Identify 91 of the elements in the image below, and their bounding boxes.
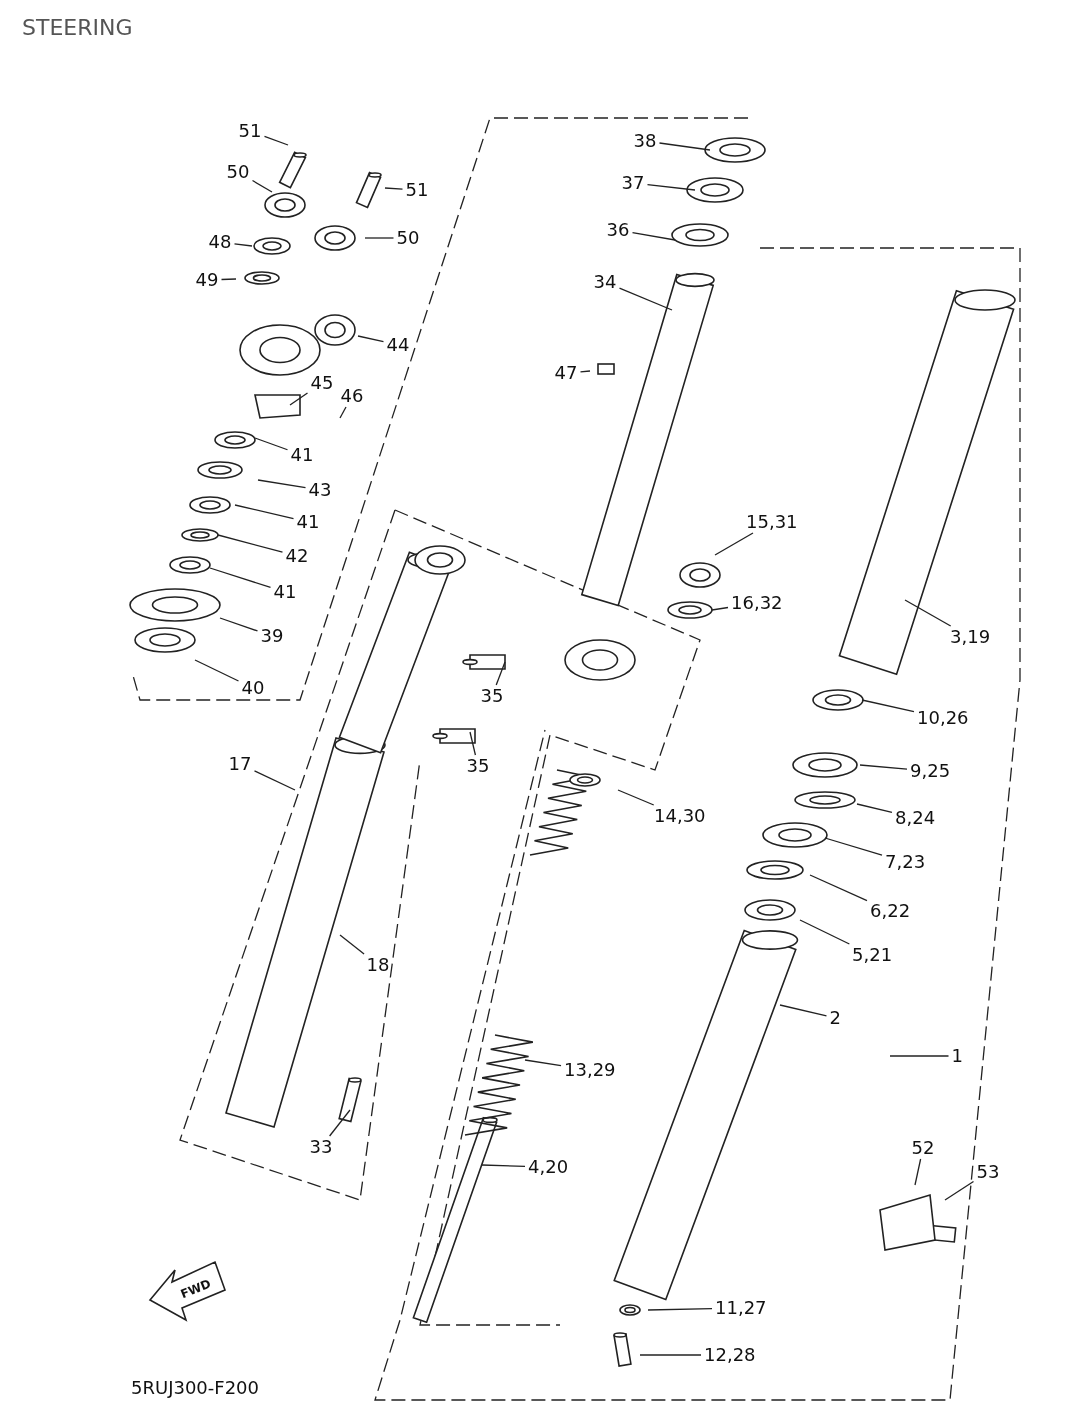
leader-line bbox=[809, 874, 868, 902]
leader-line bbox=[328, 1109, 351, 1137]
drawing-code: 5RUJ300-F200 bbox=[130, 1378, 260, 1398]
callout-number: 10,26 bbox=[915, 708, 971, 728]
callout-number: 45 bbox=[308, 373, 336, 393]
leader-line bbox=[254, 437, 289, 451]
callout-number: 8,24 bbox=[893, 808, 938, 828]
leader-line bbox=[617, 789, 655, 806]
leader-line bbox=[889, 1055, 950, 1057]
leader-line bbox=[856, 803, 893, 814]
page-title: STEERING bbox=[21, 18, 134, 38]
callout-number: 50 bbox=[394, 228, 422, 248]
leader-line bbox=[495, 661, 506, 686]
callout-number: 36 bbox=[604, 220, 632, 240]
callout-number: 47 bbox=[552, 363, 580, 383]
callout-number: 46 bbox=[338, 386, 366, 406]
callout-number: 3,19 bbox=[948, 627, 993, 647]
leader-line bbox=[579, 370, 591, 373]
leader-line bbox=[263, 135, 289, 146]
callout-number: 35 bbox=[478, 686, 506, 706]
callout-number: 4,20 bbox=[526, 1157, 571, 1177]
callout-number: 43 bbox=[306, 480, 334, 500]
callout-number: 52 bbox=[909, 1138, 937, 1158]
direction-label: FWD bbox=[177, 1275, 214, 1304]
leader-line bbox=[339, 934, 365, 955]
leader-line bbox=[618, 287, 673, 311]
leader-line bbox=[639, 1354, 702, 1356]
callout-number: 12,28 bbox=[702, 1345, 758, 1365]
callout-number: 44 bbox=[384, 335, 412, 355]
leader-line bbox=[631, 231, 676, 241]
leader-line bbox=[711, 606, 729, 611]
leader-line bbox=[824, 837, 883, 856]
callout-number: 51 bbox=[403, 180, 431, 200]
callout-number: 53 bbox=[974, 1162, 1002, 1182]
callout-number: 5,21 bbox=[850, 945, 895, 965]
callout-number: 51 bbox=[236, 121, 264, 141]
callout-number: 37 bbox=[619, 173, 647, 193]
leader-line bbox=[647, 1307, 713, 1311]
callout-number: 34 bbox=[591, 272, 619, 292]
leader-line bbox=[779, 1004, 828, 1017]
leader-line bbox=[861, 699, 915, 713]
leader-line bbox=[219, 617, 259, 632]
callout-number: 41 bbox=[271, 582, 299, 602]
leader-line bbox=[859, 764, 908, 770]
callout-number: 14,30 bbox=[652, 806, 708, 826]
callout-number: 9,25 bbox=[908, 761, 953, 781]
callout-number: 18 bbox=[364, 955, 392, 975]
callout-number: 41 bbox=[288, 445, 316, 465]
leader-line bbox=[944, 1180, 975, 1201]
leader-line bbox=[209, 567, 272, 588]
callout-number: 33 bbox=[307, 1137, 335, 1157]
callout-number: 17 bbox=[226, 754, 254, 774]
leader-line bbox=[234, 504, 295, 520]
callout-number: 39 bbox=[258, 626, 286, 646]
leader-line bbox=[257, 479, 307, 489]
callout-number: 48 bbox=[206, 232, 234, 252]
leader-line bbox=[914, 1158, 922, 1186]
leader-line bbox=[220, 278, 237, 281]
leader-line bbox=[253, 770, 296, 791]
callout-number: 49 bbox=[193, 270, 221, 290]
callout-number: 6,22 bbox=[868, 901, 913, 921]
callout-number: 1 bbox=[949, 1046, 965, 1066]
callout-number: 35 bbox=[464, 756, 492, 776]
leader-line bbox=[799, 919, 850, 945]
callout-number: 40 bbox=[239, 678, 267, 698]
leader-line bbox=[714, 532, 754, 556]
leader-line bbox=[481, 1164, 526, 1167]
leader-line bbox=[364, 237, 395, 239]
leader-line bbox=[904, 599, 952, 627]
leader-line bbox=[658, 142, 711, 151]
callout-number: 50 bbox=[224, 162, 252, 182]
leader-line bbox=[357, 335, 385, 343]
leader-line bbox=[384, 187, 404, 190]
leader-line bbox=[217, 534, 284, 553]
leader-line bbox=[646, 184, 696, 191]
callout-number: 13,29 bbox=[562, 1060, 618, 1080]
leader-line bbox=[251, 179, 273, 193]
leader-line bbox=[469, 731, 477, 756]
leader-line bbox=[289, 392, 309, 406]
callout-number: 11,27 bbox=[713, 1298, 769, 1318]
callout-number: 41 bbox=[294, 512, 322, 532]
callout-number: 7,23 bbox=[883, 852, 928, 872]
leader-line bbox=[194, 659, 240, 682]
callout-number: 16,32 bbox=[729, 593, 785, 613]
leader-line bbox=[233, 243, 253, 247]
callout-number: 42 bbox=[283, 546, 311, 566]
leader-line bbox=[524, 1059, 562, 1067]
callout-number: 38 bbox=[631, 131, 659, 151]
callout-number: 2 bbox=[827, 1008, 843, 1028]
callout-number: 15,31 bbox=[744, 512, 800, 532]
leader-line bbox=[339, 406, 347, 419]
